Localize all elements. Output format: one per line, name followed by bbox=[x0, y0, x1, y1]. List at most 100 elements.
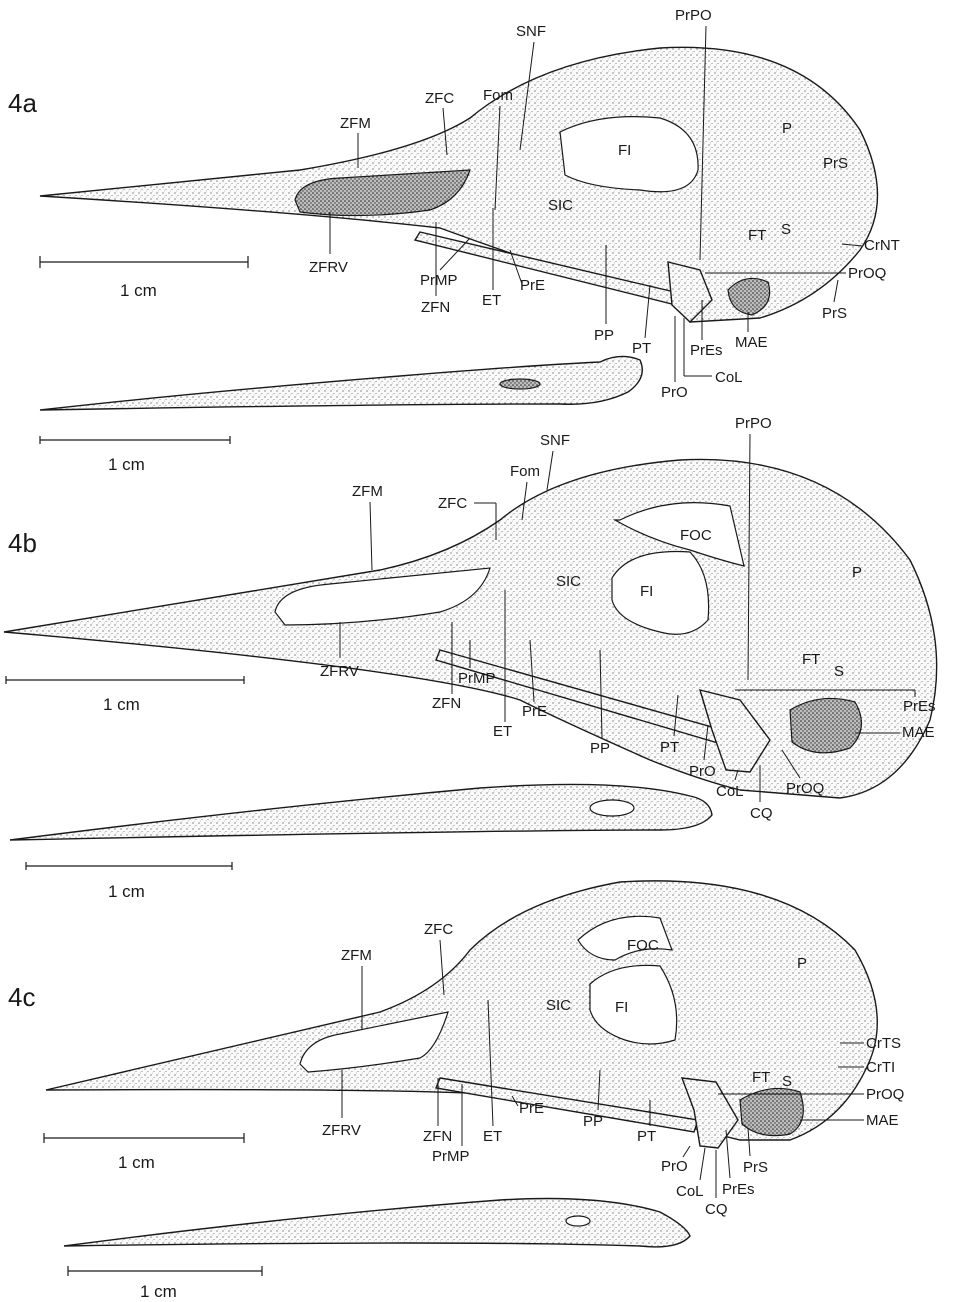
label-cq: CQ bbox=[705, 1201, 728, 1218]
panel-title: 4c bbox=[8, 982, 35, 1012]
cranium-4b bbox=[4, 459, 937, 798]
label-prmp: PrMP bbox=[420, 272, 458, 289]
label-col: CoL bbox=[716, 783, 744, 800]
label-pp: PP bbox=[583, 1113, 603, 1130]
label-p: P bbox=[797, 955, 807, 972]
label-zfm: ZFM bbox=[340, 115, 371, 132]
panel-title: 4b bbox=[8, 528, 37, 558]
label-zfrv: ZFRV bbox=[309, 259, 348, 276]
label-sic: SIC bbox=[556, 573, 581, 590]
mandible-fenestra-4a bbox=[500, 379, 540, 389]
panel-title: 4a bbox=[8, 88, 37, 118]
label-sic: SIC bbox=[548, 197, 573, 214]
scale-label: 1 cm bbox=[120, 281, 157, 300]
scale-label: 1 cm bbox=[108, 882, 145, 901]
panel-4b: 4b 1 cm 1 cm PrPO SNF Fom ZFC ZF bbox=[4, 415, 937, 901]
scale-bar-mandible-4a: 1 cm bbox=[40, 436, 230, 474]
label-mae: MAE bbox=[866, 1112, 899, 1129]
label-pre: PrE bbox=[520, 277, 545, 294]
label-pre: PrE bbox=[522, 703, 547, 720]
label-prs: PrS bbox=[743, 1159, 768, 1176]
label-ft: FT bbox=[802, 651, 820, 668]
label-p: P bbox=[852, 564, 862, 581]
label-fi: FI bbox=[618, 142, 631, 159]
meatus-4c bbox=[740, 1088, 803, 1135]
label-sic: SIC bbox=[546, 997, 571, 1014]
panel-4c: 4c 1 cm 1 cm ZFC ZFM FOC P SIC FI CrTS bbox=[8, 881, 904, 1301]
label-et: ET bbox=[482, 292, 501, 309]
label-ft: FT bbox=[752, 1069, 770, 1086]
label-zfm: ZFM bbox=[352, 483, 383, 500]
scale-bar-skull-4c: 1 cm bbox=[44, 1133, 244, 1172]
label-pres: PrEs bbox=[690, 342, 723, 359]
scale-bar-skull-4b: 1 cm bbox=[6, 676, 244, 714]
label-pres: PrEs bbox=[903, 698, 936, 715]
label-pro: PrO bbox=[661, 384, 688, 401]
label-cq: CQ bbox=[750, 805, 773, 822]
scale-label: 1 cm bbox=[108, 455, 145, 474]
label-foc: FOC bbox=[627, 937, 659, 954]
scale-label: 1 cm bbox=[118, 1153, 155, 1172]
label-zfn: ZFN bbox=[432, 695, 461, 712]
scale-label: 1 cm bbox=[140, 1282, 177, 1301]
label-crti: CrTI bbox=[866, 1059, 895, 1076]
label-s: S bbox=[834, 663, 844, 680]
label-prpo: PrPO bbox=[675, 7, 712, 24]
label-fi: FI bbox=[615, 999, 628, 1016]
label-prmp: PrMP bbox=[458, 670, 496, 687]
label-zfrv: ZFRV bbox=[320, 663, 359, 680]
label-pp: PP bbox=[594, 327, 614, 344]
label-snf: SNF bbox=[516, 23, 546, 40]
label-proq: PrOQ bbox=[866, 1086, 904, 1103]
label-proq: PrOQ bbox=[786, 780, 824, 797]
mandible-4a bbox=[40, 356, 642, 410]
label-pro: PrO bbox=[689, 763, 716, 780]
label-zfn: ZFN bbox=[423, 1128, 452, 1145]
label-fi: FI bbox=[640, 583, 653, 600]
label-zfrv: ZFRV bbox=[322, 1122, 361, 1139]
scale-label: 1 cm bbox=[103, 695, 140, 714]
label-prs-top: PrS bbox=[823, 155, 848, 172]
label-crnt: CrNT bbox=[864, 237, 900, 254]
label-proq: PrOQ bbox=[848, 265, 886, 282]
label-pre: PrE bbox=[519, 1100, 544, 1117]
scale-bar-mandible-4b: 1 cm bbox=[26, 862, 232, 901]
label-pt: PT bbox=[637, 1128, 656, 1145]
label-crts: CrTS bbox=[866, 1035, 901, 1052]
label-prmp: PrMP bbox=[432, 1148, 470, 1165]
mandible-4c bbox=[64, 1199, 690, 1247]
label-s: S bbox=[782, 1073, 792, 1090]
label-col: CoL bbox=[676, 1183, 704, 1200]
label-pp: PP bbox=[590, 740, 610, 757]
label-et: ET bbox=[483, 1128, 502, 1145]
label-mae: MAE bbox=[902, 724, 935, 741]
scale-bar-skull-4a: 1 cm bbox=[40, 256, 248, 300]
panel-4a: 4a 1 cm 1 cm SNF PrPO Fom bbox=[8, 7, 900, 474]
label-prs: PrS bbox=[822, 305, 847, 322]
mandible-fenestra-4c bbox=[566, 1216, 590, 1226]
label-col: CoL bbox=[715, 369, 743, 386]
label-pt: PT bbox=[660, 739, 679, 756]
label-ft: FT bbox=[748, 227, 766, 244]
label-s: S bbox=[781, 221, 791, 238]
label-snf: SNF bbox=[540, 432, 570, 449]
label-zfn: ZFN bbox=[421, 299, 450, 316]
label-et: ET bbox=[493, 723, 512, 740]
label-zfc: ZFC bbox=[424, 921, 453, 938]
label-pres: PrEs bbox=[722, 1181, 755, 1198]
label-prpo: PrPO bbox=[735, 415, 772, 432]
label-fom: Fom bbox=[510, 463, 540, 480]
label-p: P bbox=[782, 120, 792, 137]
mandible-fenestra-4b bbox=[590, 800, 634, 816]
label-zfc: ZFC bbox=[438, 495, 467, 512]
label-pt: PT bbox=[632, 340, 651, 357]
label-mae: MAE bbox=[735, 334, 768, 351]
meatus-4b bbox=[790, 698, 861, 752]
label-zfc: ZFC bbox=[425, 90, 454, 107]
scale-bar-mandible-4c: 1 cm bbox=[68, 1266, 262, 1301]
label-pro: PrO bbox=[661, 1158, 688, 1175]
label-zfm: ZFM bbox=[341, 947, 372, 964]
label-fom: Fom bbox=[483, 87, 513, 104]
